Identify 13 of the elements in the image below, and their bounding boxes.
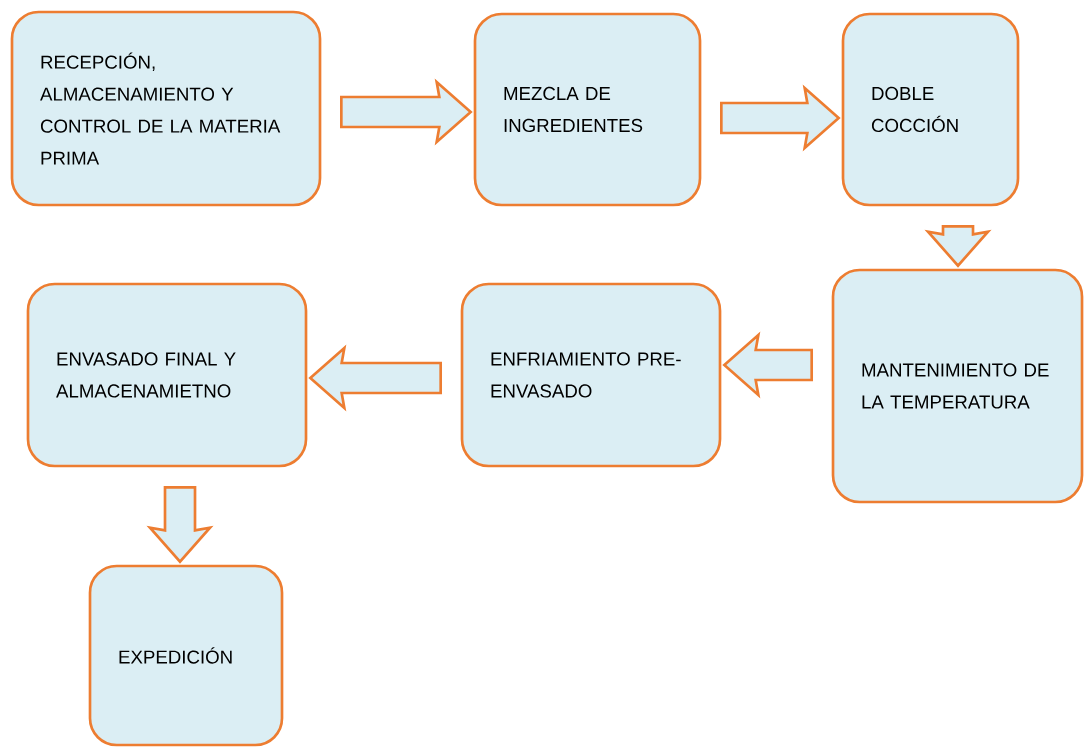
block-arrow (308, 344, 442, 412)
block-arrow (722, 331, 813, 399)
process-box: ENFRIAMIENTO PRE-ENVASADO (460, 282, 722, 468)
block-arrow (146, 486, 214, 564)
process-box: RECEPCIÓN, ALMACENAMIENTO Y CONTROL DE LA MATERIA PRIMA (10, 10, 322, 207)
process-box: MANTENIMIENTO DE LA TEMPERATURA (831, 268, 1084, 504)
block-arrow (720, 84, 841, 152)
block-arrow (340, 78, 473, 146)
block-arrow (924, 225, 992, 268)
process-box: ENVASADO FINAL Y ALMACENAMIETNO (26, 282, 308, 468)
process-box: EXPEDICIÓN (88, 564, 284, 747)
process-box: MEZCLA DE INGREDIENTES (473, 12, 702, 207)
process-box: DOBLE COCCIÓN (841, 12, 1020, 207)
